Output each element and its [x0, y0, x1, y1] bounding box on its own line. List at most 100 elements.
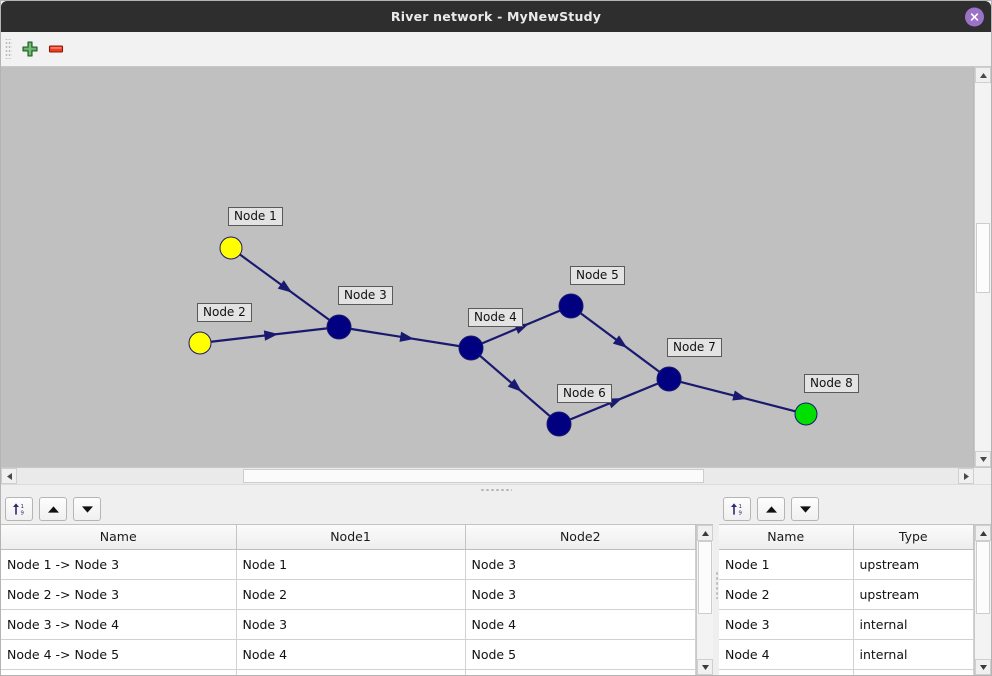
scroll-left-icon[interactable]	[1, 468, 17, 484]
svg-text:9: 9	[21, 511, 25, 517]
edge-arrowhead-icon	[277, 280, 293, 293]
graph-node-node-5[interactable]	[558, 293, 584, 319]
close-icon[interactable]	[965, 7, 984, 26]
branch-move-up-button[interactable]	[39, 497, 67, 521]
horizontal-splitter[interactable]	[1, 484, 991, 494]
node-pane-toolbar: 1 9	[719, 494, 991, 524]
branch-vscroll-track[interactable]	[697, 541, 713, 659]
caret-up-glyph	[979, 530, 987, 536]
graph-node-label-node-1[interactable]: Node 1	[228, 207, 283, 226]
node-table-cell[interactable]: internal	[853, 609, 974, 640]
node-table-cell[interactable]: Node 3	[719, 609, 854, 640]
graph-node-node-3[interactable]	[326, 314, 352, 340]
sort-ascending-icon: 1 9	[13, 503, 25, 517]
node-table-cell[interactable]: Node 1	[719, 549, 854, 580]
branch-table-cell[interactable]: Node 4 -> Node 5	[1, 639, 237, 670]
branch-table-cell[interactable]: Node 2	[236, 579, 466, 610]
graph-node-node-4[interactable]	[458, 335, 484, 361]
graph-node-label-node-3[interactable]: Node 3	[338, 286, 393, 305]
branch-table-cell[interactable]: Node 4	[236, 639, 466, 670]
graph-node-node-6[interactable]	[546, 411, 572, 437]
branch-sort-button[interactable]: 1 9	[5, 497, 33, 521]
remove-minus-icon[interactable]	[43, 36, 69, 62]
graph-node-node-1[interactable]	[219, 236, 243, 260]
scroll-down-icon[interactable]	[975, 451, 991, 467]
node-table-cell-empty	[719, 669, 854, 675]
graph-node-label-node-5[interactable]: Node 5	[570, 266, 625, 285]
node-table-cell[interactable]: upstream	[853, 579, 974, 610]
canvas-hscroll-thumb[interactable]	[242, 469, 704, 483]
node-table-cell[interactable]: Node 2	[719, 579, 854, 610]
graph-node-node-8[interactable]	[794, 402, 818, 426]
node-column-header[interactable]: Name	[719, 525, 854, 550]
canvas-horizontal-scrollbar[interactable]	[1, 467, 991, 484]
node-table-row-empty[interactable]	[719, 669, 974, 675]
scroll-up-icon[interactable]	[975, 67, 991, 83]
add-plus-icon[interactable]	[17, 36, 43, 62]
toolbar-drag-handle[interactable]	[5, 39, 12, 59]
branch-table-row-empty[interactable]	[1, 669, 696, 675]
graph-node-node-2[interactable]	[188, 331, 212, 355]
branch-table-cell[interactable]: Node 3	[465, 549, 696, 580]
node-table-cell[interactable]: internal	[853, 639, 974, 670]
vertical-splitter[interactable]	[713, 494, 719, 675]
graph-node-label-node-4[interactable]: Node 4	[468, 308, 523, 327]
graph-node-label-node-6[interactable]: Node 6	[557, 384, 612, 403]
canvas-vscroll-track[interactable]	[975, 83, 991, 451]
branch-scroll-down-icon[interactable]	[697, 659, 713, 675]
branch-table-cell[interactable]: Node 5	[465, 639, 696, 670]
node-scroll-down-icon[interactable]	[975, 659, 991, 675]
node-move-up-button[interactable]	[757, 497, 785, 521]
node-vscroll-thumb[interactable]	[976, 541, 990, 615]
branch-column-header[interactable]: Node1	[236, 525, 466, 550]
graph-node-label-node-8[interactable]: Node 8	[804, 374, 859, 393]
graph-node-label-node-2[interactable]: Node 2	[197, 303, 252, 322]
scrollbar-corner	[974, 468, 991, 484]
canvas-vscroll-thumb[interactable]	[976, 222, 990, 293]
branch-move-down-button[interactable]	[73, 497, 101, 521]
scroll-right-icon[interactable]	[958, 468, 974, 484]
branch-table-cell[interactable]: Node 3	[236, 609, 466, 640]
node-sort-button[interactable]: 1 9	[723, 497, 751, 521]
branch-table-cell[interactable]: Node 4	[465, 609, 696, 640]
graph-node-node-7[interactable]	[656, 366, 682, 392]
node-vscroll-track[interactable]	[975, 541, 991, 659]
branch-table-cell[interactable]: Node 1	[236, 549, 466, 580]
branch-table-cell[interactable]: Node 3 -> Node 4	[1, 609, 237, 640]
canvas-hscroll-track[interactable]	[17, 468, 958, 484]
branch-vscroll-thumb[interactable]	[698, 541, 712, 615]
caret-up-glyph	[979, 72, 987, 78]
edge-arrowhead-icon	[263, 330, 279, 341]
node-vertical-scrollbar[interactable]	[974, 525, 991, 675]
node-table-cell[interactable]: Node 4	[719, 639, 854, 670]
branch-vertical-scrollbar[interactable]	[696, 525, 713, 675]
node-move-down-button[interactable]	[791, 497, 819, 521]
branch-table-cell[interactable]: Node 3	[465, 579, 696, 610]
branch-column-header[interactable]: Node2	[465, 525, 696, 550]
branch-scroll-up-icon[interactable]	[697, 525, 713, 541]
network-graph-canvas[interactable]: Node 1 Node 2 Node 3 Node 4 Node 5 Node 6 Node…	[1, 67, 974, 467]
edge-arrowhead-icon	[507, 378, 522, 392]
graph-node-label-node-7[interactable]: Node 7	[667, 338, 722, 357]
node-scroll-up-icon[interactable]	[975, 525, 991, 541]
branch-table-cell-empty	[236, 669, 466, 675]
node-table-cell[interactable]: upstream	[853, 549, 974, 580]
node-column-header[interactable]: Type	[853, 525, 974, 550]
branch-column-header[interactable]: Name	[1, 525, 237, 550]
branch-table-cell[interactable]: Node 2 -> Node 3	[1, 579, 237, 610]
canvas-vertical-scrollbar[interactable]	[974, 67, 991, 467]
branch-table-cell[interactable]: Node 1 -> Node 3	[1, 549, 237, 580]
